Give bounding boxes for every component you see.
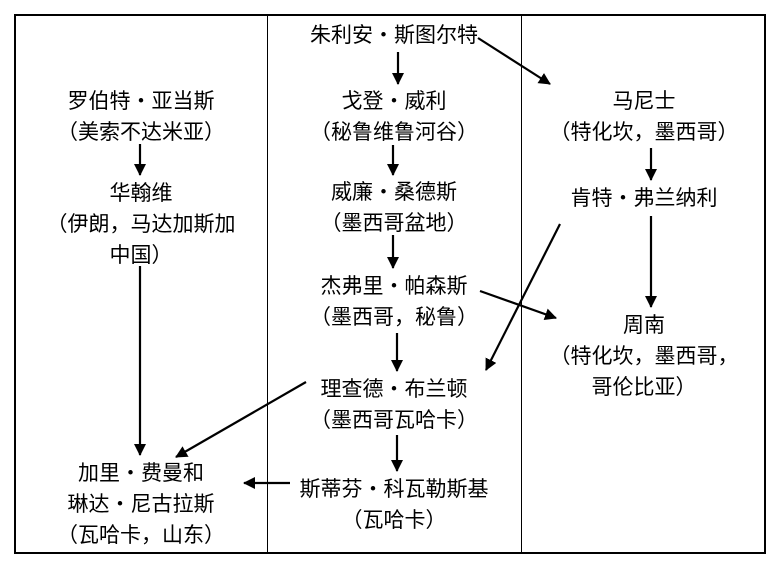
diagram-frame [14, 14, 766, 554]
node-richard-blanton-line-1: 理查德・布兰顿 [320, 377, 468, 401]
node-gordon-willey-line-2: （秘鲁维鲁河谷） [310, 120, 478, 144]
node-william-sanders-line-1: 威廉・桑德斯 [331, 180, 457, 204]
node-stephen-kowalewski-line-1: 斯蒂芬・科瓦勒斯基 [299, 477, 489, 501]
node-stephen-kowalewski-line-2: （瓦哈卡） [341, 508, 447, 532]
node-kent-flannery: 肯特・弗兰纳利 [523, 183, 765, 214]
node-julian-steward: 朱利安・斯图尔特 [268, 20, 520, 51]
node-richard-macneish: 马尼士 （特化坎，墨西哥） [523, 86, 765, 148]
node-richard-drennan-line-2: （伊朗，马达加斯加 [46, 212, 236, 236]
node-zhounan-line-1: 周南 [623, 313, 665, 337]
node-feinman-nicholas-line-3: （瓦哈卡，山东） [57, 523, 225, 547]
node-richard-drennan-line-1: 华翰维 [109, 181, 173, 205]
node-stephen-kowalewski: 斯蒂芬・科瓦勒斯基 （瓦哈卡） [268, 474, 520, 536]
arrow-ken_te-to-li_chade [485, 223, 561, 371]
node-robert-adams: 罗伯特・亚当斯 （美索不达米亚） [16, 86, 266, 148]
node-jeffrey-parsons: 杰弗里・帕森斯 （墨西哥，秘鲁） [268, 271, 520, 333]
node-zhounan-line-3: 哥伦比亚） [591, 375, 697, 399]
node-robert-drennan-zhounan: 周南 （特化坎，墨西哥， 哥伦比亚） [523, 310, 765, 403]
node-feinman-nicholas-line-2: 琳达・尼古拉斯 [67, 492, 215, 516]
node-kent-flannery-line-1: 肯特・弗兰纳利 [570, 186, 718, 210]
arrow-zhu_liyan-to-ma_nishi [477, 37, 551, 85]
arrow-li_chade-to-jiali [175, 381, 307, 458]
node-richard-drennan: 华翰维 （伊朗，马达加斯加 中国） [16, 178, 266, 271]
node-richard-macneish-line-1: 马尼士 [612, 89, 676, 113]
node-feinman-nicholas-line-1: 加里・费曼和 [78, 461, 204, 485]
column-divider-right [521, 14, 522, 554]
node-robert-adams-line-2: （美索不达米亚） [57, 120, 225, 144]
node-julian-steward-line-1: 朱利安・斯图尔特 [310, 23, 478, 47]
node-richard-macneish-line-2: （特化坎，墨西哥） [549, 120, 739, 144]
node-robert-adams-line-1: 罗伯特・亚当斯 [67, 89, 215, 113]
node-richard-blanton: 理查德・布兰顿 （墨西哥瓦哈卡） [268, 374, 520, 436]
column-divider-left [267, 14, 268, 554]
node-richard-blanton-line-2: （墨西哥瓦哈卡） [310, 408, 478, 432]
node-richard-drennan-line-3: 中国） [109, 243, 173, 267]
node-zhounan-line-2: （特化坎，墨西哥， [549, 344, 739, 368]
node-gordon-willey-line-1: 戈登・威利 [341, 89, 447, 113]
node-gordon-willey: 戈登・威利 （秘鲁维鲁河谷） [268, 86, 520, 148]
node-feinman-nicholas: 加里・费曼和 琳达・尼古拉斯 （瓦哈卡，山东） [16, 458, 266, 551]
node-william-sanders: 威廉・桑德斯 （墨西哥盆地） [268, 177, 520, 239]
node-jeffrey-parsons-line-1: 杰弗里・帕森斯 [320, 274, 468, 298]
node-william-sanders-line-2: （墨西哥盆地） [320, 211, 468, 235]
node-jeffrey-parsons-line-2: （墨西哥，秘鲁） [310, 305, 478, 329]
